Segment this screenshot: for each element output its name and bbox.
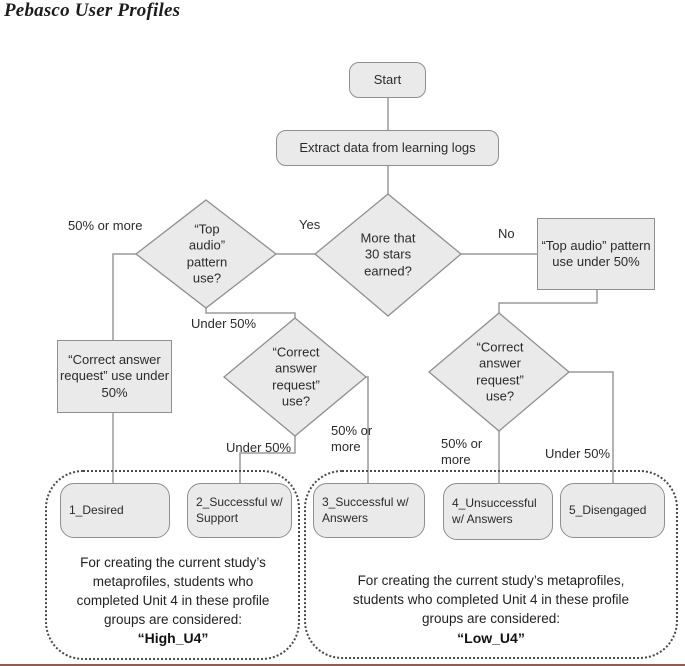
decision-correct-answer-mid-label: “Correct answer request” use? (272, 344, 320, 409)
profile-1-desired-label: 1_Desired (69, 502, 124, 517)
edge-label-right-50-or-more: 50% or more (441, 436, 483, 467)
edge-label-mid-under-50: Under 50% (226, 440, 292, 455)
node-top-audio-under-50: “Top audio” pattern use under 50% (537, 218, 655, 290)
group-low-u4-name: “Low_U4” (457, 630, 525, 646)
node-top-audio-under-50-label: “Top audio” pattern use under 50% (541, 237, 651, 269)
edge-topaudio-under50 (205, 308, 296, 319)
node-extract-data-label: Extract data from learning logs (299, 139, 476, 155)
decision-correct-answer-right-shape (427, 312, 571, 432)
profile-2-successful-w-support-label: 2_Successful w/ Support (196, 494, 283, 525)
profile-5-disengaged: 5_Disengaged (560, 483, 665, 538)
edge-label-right-under-50: Under 50% (545, 446, 611, 461)
page-title: Pebasco User Profiles (4, 0, 181, 21)
group-high-u4-description: For creating the current study’s metapro… (76, 555, 270, 628)
edge-topaudio-50-or-more (112, 253, 136, 340)
edge-label-mid-50-or-more: 50% or more (331, 423, 373, 454)
edge-label-no: No (498, 226, 515, 241)
edge-label-left-50-or-more: 50% or more (68, 218, 143, 233)
profile-2-successful-w-support: 2_Successful w/ Support (187, 483, 292, 538)
decision-correct-answer-mid-shape (222, 317, 368, 437)
decision-top-audio-label: “Top audio” pattern use? (186, 221, 228, 286)
bottom-edge-bar (0, 664, 685, 666)
profile-1-desired: 1_Desired (60, 483, 170, 538)
profile-3-successful-w-answers: 3_Successful w/ Answers (313, 483, 425, 538)
profile-5-disengaged-label: 5_Disengaged (569, 502, 647, 517)
edge-label-yes: Yes (299, 217, 321, 232)
profile-3-successful-w-answers-label: 3_Successful w/ Answers (322, 494, 409, 525)
profile-4-unsuccessful-w-answers: 4_Unsuccessful w/ Answers (443, 483, 553, 540)
profile-4-unsuccessful-w-answers-label: 4_Unsuccessful w/ Answers (452, 495, 537, 526)
node-start-label: Start (373, 71, 402, 87)
edge-right-under50 (569, 371, 614, 483)
group-low-u4-container (304, 470, 678, 659)
group-low-u4-description: For creating the current study’s metapro… (352, 573, 630, 627)
group-high-u4-container (45, 470, 300, 660)
edge-topaudiobox-to-rightdecision (498, 290, 598, 314)
decision-correct-answer-right-label: “Correct answer request” use? (476, 339, 524, 404)
decision-stars-shape (313, 193, 463, 317)
edge-mid-under50 (239, 436, 296, 483)
group-high-u4-name: “High_U4” (137, 630, 209, 646)
node-start: Start (349, 62, 426, 98)
decision-top-audio-shape (134, 199, 278, 309)
edge-label-left-under-50: Under 50% (191, 316, 257, 331)
decision-stars-label: More that 30 stars earned? (360, 230, 416, 279)
node-correct-answer-under-50-label: “Correct answer request” use under 50% (59, 352, 170, 400)
node-extract-data: Extract data from learning logs (276, 130, 499, 166)
node-correct-answer-under-50: “Correct answer request” use under 50% (57, 340, 172, 413)
